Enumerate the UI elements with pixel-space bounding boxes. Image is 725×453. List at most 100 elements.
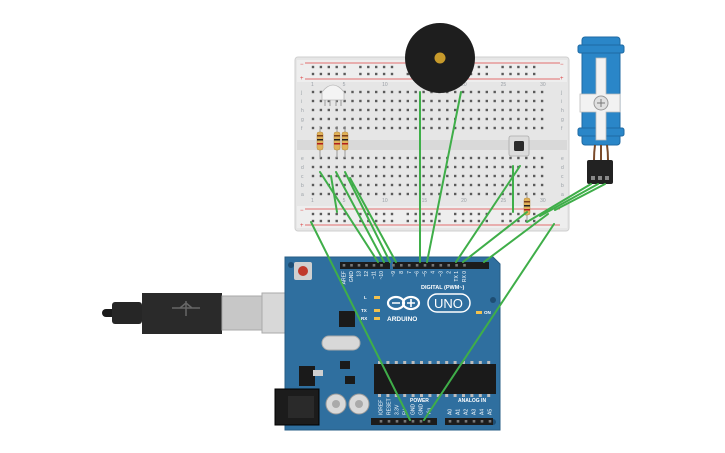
breadboard-hole — [533, 99, 536, 103]
breadboard-hole — [327, 156, 330, 160]
servo-mount-tab-top — [577, 44, 625, 54]
breadboard-hole — [469, 126, 473, 130]
rail-hole — [517, 219, 520, 223]
power-pin-hole — [395, 420, 399, 423]
digital-pin-hole — [463, 264, 466, 267]
breadboard-hole — [327, 126, 330, 130]
led-l-indicator — [374, 296, 380, 299]
digital-pin-hole — [372, 264, 376, 267]
breadboard-hole — [438, 126, 441, 130]
breadboard-hole — [343, 99, 346, 103]
chip-leg — [420, 361, 423, 364]
breadboard-hole — [438, 192, 441, 196]
rail-hole — [335, 65, 338, 69]
breadboard-hole — [461, 108, 465, 112]
breadboard-row-label: h — [301, 108, 304, 114]
usb-icon — [172, 301, 200, 316]
breadboard-hole — [414, 99, 417, 103]
breadboard-hole — [485, 165, 488, 169]
breadboard-hole — [517, 174, 520, 178]
breadboard-hole — [319, 183, 323, 187]
breadboard-hole — [335, 174, 338, 178]
breadboard-row-label: f — [301, 126, 303, 132]
breadboard-hole — [367, 126, 370, 130]
rail-hole — [485, 72, 488, 76]
breadboard-hole — [461, 126, 465, 130]
rail-hole — [319, 219, 323, 223]
rail-hole — [430, 219, 433, 223]
rail-hole — [501, 212, 504, 216]
rail-hole — [319, 65, 323, 69]
rail-hole — [375, 65, 378, 69]
rail-hole — [461, 212, 465, 216]
breadboard-row-label: g — [561, 117, 564, 123]
breadboard-column-label: 5 — [343, 82, 346, 88]
breadboard-hole — [406, 126, 409, 130]
rail-hole — [438, 219, 441, 223]
breadboard-hole — [367, 117, 370, 121]
chip-leg — [420, 394, 423, 397]
rail-hole — [461, 219, 465, 223]
rail-hole — [327, 72, 330, 76]
chip-leg — [478, 394, 482, 397]
breadboard-hole — [493, 165, 496, 169]
breadboard-hole — [454, 126, 457, 130]
breadboard-hole — [493, 192, 496, 196]
digital-pin-label: ~6 — [415, 271, 421, 277]
chip-leg — [403, 394, 407, 397]
small-chip-2 — [345, 376, 355, 384]
power-pin-hole — [411, 420, 415, 423]
breadboard-hole — [311, 156, 315, 160]
breadboard-hole — [327, 165, 330, 169]
breadboard-hole — [501, 165, 504, 169]
breadboard-hole — [406, 99, 409, 103]
rail-hole — [382, 72, 386, 76]
rail-hole — [375, 212, 378, 216]
breadboard-hole — [438, 99, 441, 103]
breadboard-hole — [375, 165, 378, 169]
breadboard-hole — [422, 165, 425, 169]
chip-leg — [445, 361, 449, 364]
rail-hole — [477, 219, 481, 223]
breadboard-hole — [335, 183, 338, 187]
rail-hole — [359, 65, 362, 69]
digital-pin-hole — [447, 264, 450, 267]
breadboard-hole — [382, 183, 386, 187]
servo-leads — [593, 144, 609, 161]
wire — [423, 223, 555, 421]
rail-hole — [367, 65, 370, 69]
breadboard-hole — [422, 108, 425, 112]
breadboard-hole — [398, 108, 402, 112]
rail-hole — [533, 72, 536, 76]
breadboard-hole — [398, 174, 402, 178]
analog-pin-label: A3 — [472, 409, 478, 415]
breadboard-hole — [406, 174, 409, 178]
power-pin-label: IOREF — [379, 400, 385, 415]
rail-hole — [311, 219, 315, 223]
breadboard-hole — [438, 174, 441, 178]
bottom-pin-holes — [379, 420, 492, 423]
breadboard-hole — [398, 126, 402, 130]
breadboard-hole — [382, 156, 386, 160]
breadboard-hole — [540, 117, 544, 121]
breadboard-hole — [390, 165, 394, 169]
breadboard-hole — [319, 90, 323, 94]
breadboard-row-label: c — [561, 174, 564, 180]
breadboard-hole — [446, 192, 449, 196]
piezo-buzzer — [405, 23, 475, 93]
rail-hole — [311, 212, 315, 216]
rail-hole — [509, 219, 512, 223]
servo-screw-icon — [597, 99, 605, 107]
breadboard-hole — [375, 192, 378, 196]
analog-pin-hole — [448, 420, 452, 423]
breadboard-hole — [367, 174, 370, 178]
rail-hole — [501, 72, 504, 76]
servo-motor — [577, 36, 625, 184]
digital-pin-hole — [350, 264, 353, 267]
breadboard-hole — [367, 165, 370, 169]
breadboard-hole — [390, 99, 394, 103]
breadboard-hole — [517, 99, 520, 103]
breadboard-hole — [319, 108, 323, 112]
